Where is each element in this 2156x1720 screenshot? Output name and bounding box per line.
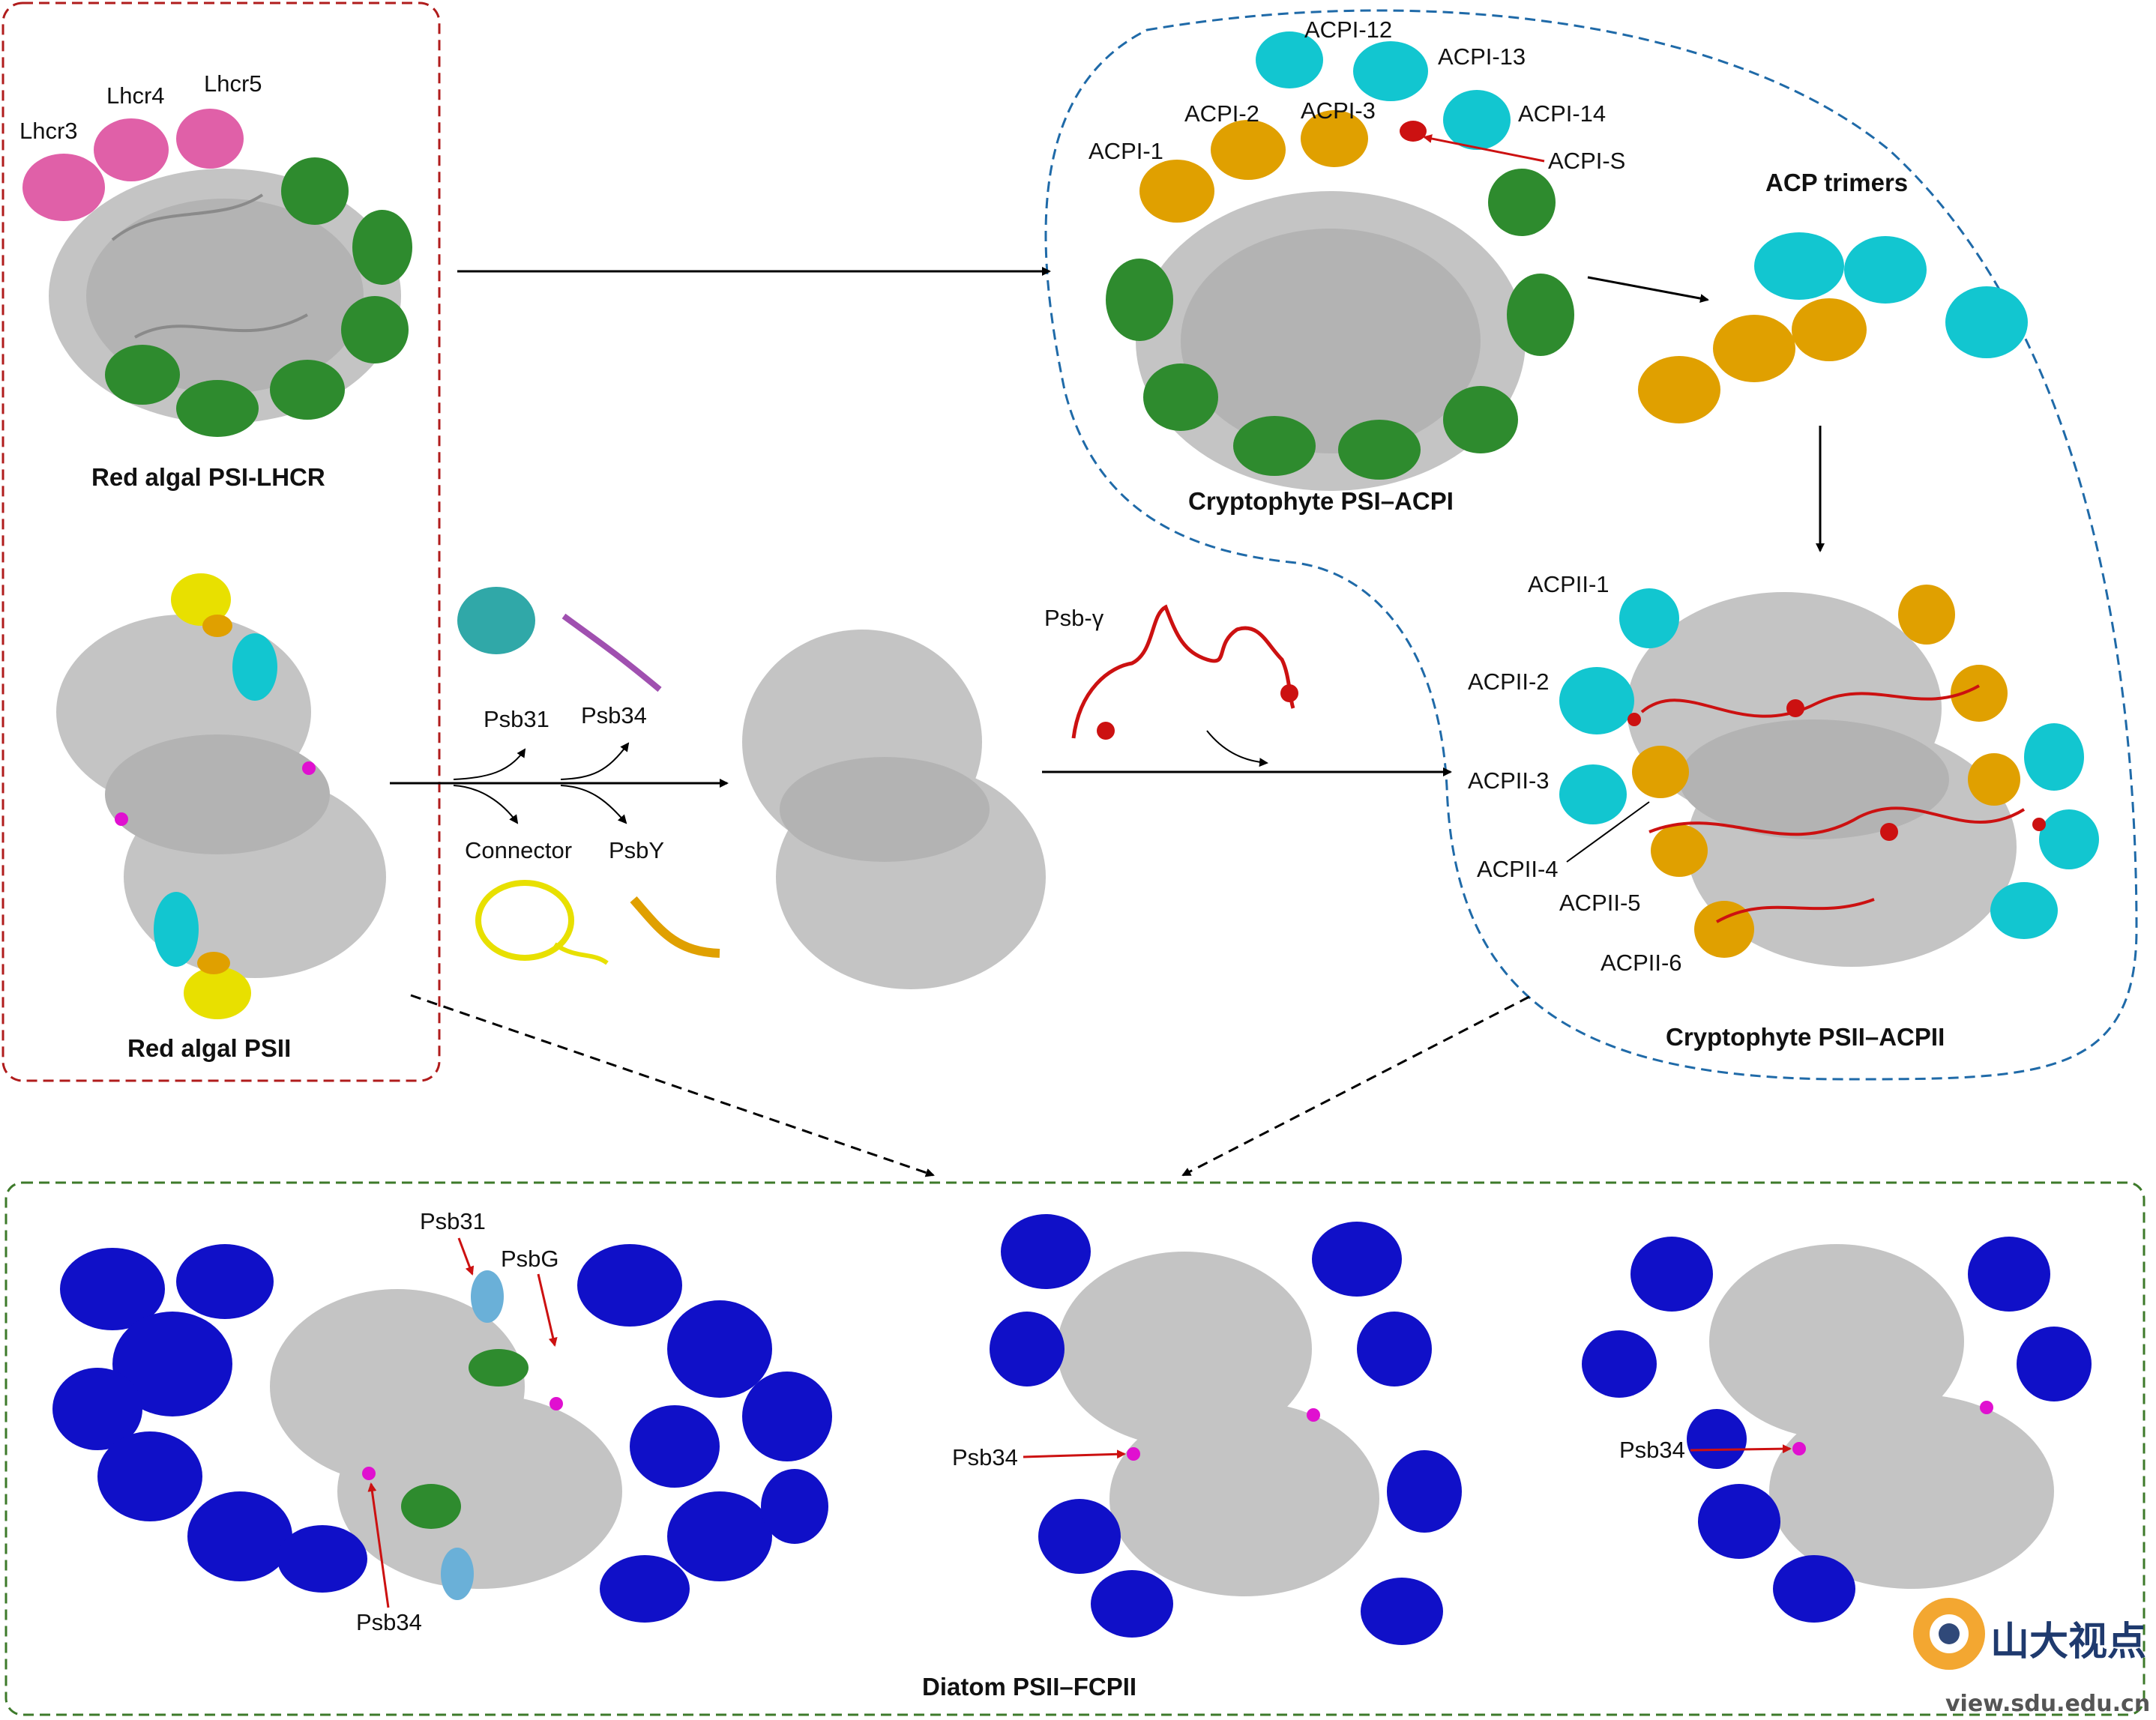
psbgamma-structure [1071,604,1295,739]
acpii4-leader [1566,801,1650,863]
cryptophyte-boundary [1044,9,2138,1081]
diatom-psb34-arrow-left [367,1482,390,1608]
cryptophyte-psii-title: Cryptophyte PSII–ACPII [1666,1023,1945,1051]
acpii6-label: ACPII-6 [1601,950,1682,976]
psbgamma-helix-1 [1097,722,1115,740]
connector-label: Connector [465,837,572,863]
arrow-branch-psb34 [560,742,630,780]
acpii2-label: ACPII-2 [1468,669,1550,695]
acpi2-label: ACPI-2 [1184,100,1259,127]
red-algal-psi-title: Red algal PSI-LHCR [91,463,325,491]
acpii1-label: ACPII-1 [1528,571,1610,597]
psby-label: PsbY [609,837,664,863]
lhcr3-label: Lhcr3 [19,118,78,144]
lhcr5-label: Lhcr5 [204,70,262,97]
cryptophyte-psii-structure [1559,585,2099,967]
lhcr4-label: Lhcr4 [106,82,165,109]
acpii5-label: ACPII-5 [1559,890,1641,916]
diatom-psb34-label-middle: Psb34 [952,1444,1018,1470]
diatom-psb34-label-left: Psb34 [356,1609,422,1635]
psii-core-structure [742,630,1046,989]
arrow-crypto-to-trimers [1587,276,1709,304]
red-algal-psi-structure [22,109,412,437]
arrow-branch-psby [560,785,627,824]
acp-trimers-structure [1638,232,2028,423]
acpis-label: ACPI-S [1548,148,1625,174]
diatom-psbg-label: PsbG [501,1246,559,1272]
diatom-psb34-arrow-middle [1023,1449,1126,1459]
cryptophyte-psi-title: Cryptophyte PSI–ACPI [1188,487,1454,515]
psb31-structure [457,587,535,654]
red-algal-psii-structure [56,573,386,1019]
connector-structure [475,880,609,965]
psb31-label: Psb31 [484,706,549,732]
arrow-branch-psb31 [453,748,526,780]
psb34-structure [561,613,662,692]
diatom-structure-right [1582,1237,2092,1623]
diatom-title: Diatom PSII–FCPII [922,1673,1136,1701]
acpii4-label: ACPII-4 [1477,856,1559,882]
watermark-text: 山大视点 [1990,1620,2146,1665]
diatom-structure-left [52,1244,832,1623]
diatom-psbg-arrow [537,1273,558,1347]
acpi13-label: ACPI-13 [1438,43,1526,70]
acpii3-label: ACPII-3 [1468,767,1550,794]
psby-structure [630,896,720,958]
watermark-url: view.sdu.edu.cn [1945,1691,2150,1717]
red-algal-box [1,1,441,1082]
diatom-structure-middle [990,1214,1462,1645]
cryptophyte-psi-structure [1106,31,1574,491]
red-algal-psii-title: Red algal PSII [127,1034,291,1062]
acpi12-label: ACPI-12 [1304,16,1392,43]
diatom-box [4,1181,2146,1716]
diatom-psb31-arrow [457,1237,475,1276]
psb34-label: Psb34 [581,702,647,728]
diatom-psb34-arrow-right [1690,1444,1792,1454]
diatom-psb31-label: Psb31 [420,1208,486,1234]
watermark-logo [1913,1598,1985,1670]
acpis-arrow [1423,134,1545,163]
diatom-psb34-label-right: Psb34 [1619,1437,1685,1463]
acp-trimers-title: ACP trimers [1765,169,1908,196]
dashed-arrow-crypto-to-diatom [1181,995,1530,1177]
acpi1-label: ACPI-1 [1088,138,1163,164]
psbgamma-helix-2 [1280,684,1298,702]
dashed-arrow-red-to-diatom [410,994,935,1177]
arrow-psbgamma-bind [1206,730,1268,767]
arrow-branch-connector [453,785,519,824]
acpi14-label: ACPI-14 [1518,100,1606,127]
psbgamma-label: Psb-γ [1044,605,1104,631]
acpi3-label: ACPI-3 [1301,97,1376,124]
